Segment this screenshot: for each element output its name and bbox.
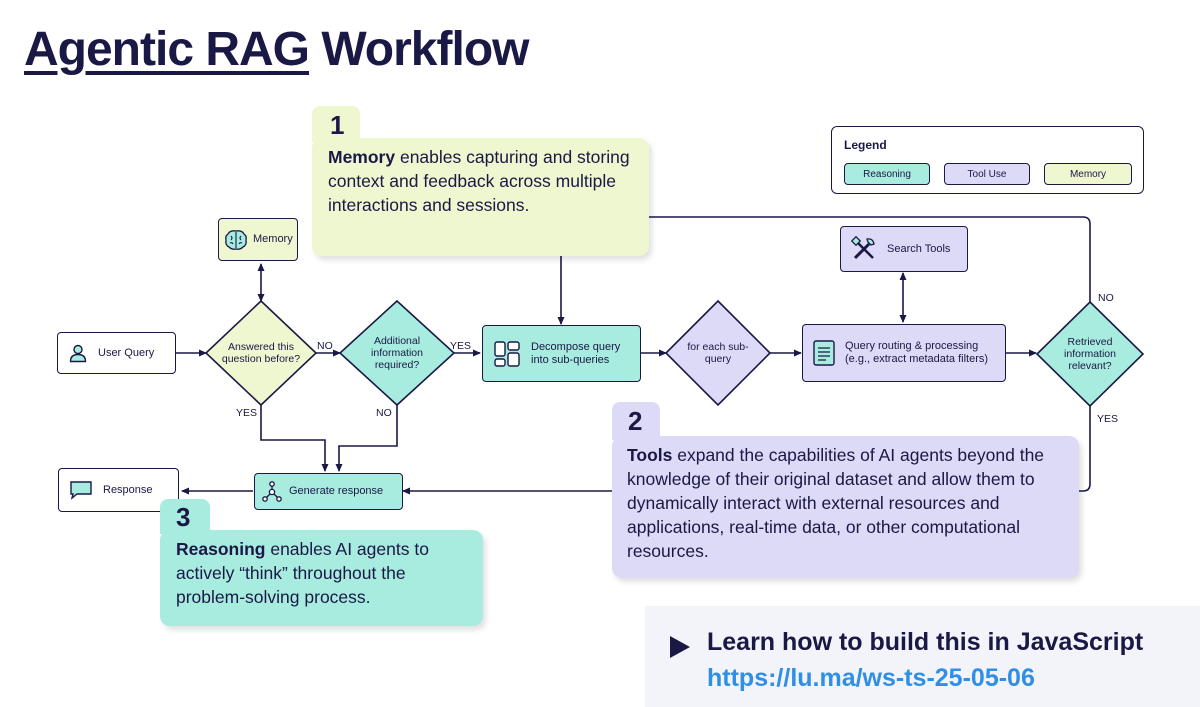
for-each-label: for each sub-query — [687, 340, 749, 365]
brain-icon — [219, 229, 253, 251]
edge-retrieved-no-loop — [646, 216, 1091, 302]
diamond-for-each — [664, 299, 772, 407]
response-label: Response — [103, 483, 153, 496]
callout-memory-text: enables capturing and storing context an… — [328, 147, 630, 215]
additional-label: Additional information required? — [371, 334, 423, 372]
routing-label: Query routing & processing (e.g., extrac… — [845, 340, 989, 365]
callout-tools: Tools expand the capabilities of AI agen… — [612, 436, 1079, 578]
node-decompose: Decompose query into sub-queries — [482, 325, 641, 382]
edge-label-no: NO — [317, 340, 333, 352]
network-icon — [255, 480, 289, 503]
user-icon — [58, 343, 98, 363]
node-response: Response — [58, 468, 179, 512]
user-query-label: User Query — [98, 346, 155, 359]
callout-memory-bold: Memory — [328, 147, 396, 167]
memory-label: Memory — [253, 233, 293, 246]
callout-memory: Memory enables capturing and storing con… — [312, 138, 649, 256]
callout-tools-text: expand the capabilities of AI agents bey… — [627, 445, 1045, 561]
callout-memory-number: 1 — [330, 110, 345, 140]
legend-memory: Memory — [1044, 163, 1132, 185]
diamond-additional — [338, 299, 456, 407]
edge-retrieved-yes-to-generate — [402, 406, 1091, 495]
legend-tool-use: Tool Use — [944, 163, 1030, 185]
diamond-retrieved — [1035, 300, 1145, 408]
legend-reasoning: Reasoning — [844, 163, 930, 185]
retrieved-label: Retrieved information relevant? — [1064, 335, 1116, 373]
callout-reasoning-bold: Reasoning — [176, 539, 266, 559]
play-icon — [669, 635, 691, 664]
generate-label: Generate response — [289, 485, 384, 498]
legend-title: Legend — [844, 138, 887, 152]
page-title: Agentic RAG Workflow — [24, 23, 529, 76]
callout-tools-number: 2 — [628, 406, 643, 436]
diamond-answered — [204, 299, 318, 407]
cta-text: Learn how to build this in JavaScript — [707, 628, 1144, 656]
callout-tools-tab: 2 — [612, 402, 660, 440]
node-routing: Query routing & processing (e.g., extrac… — [802, 324, 1006, 382]
callout-tools-bold: Tools — [627, 445, 673, 465]
node-generate: Generate response — [254, 473, 403, 510]
node-search-tools: Search Tools — [840, 226, 968, 272]
cta-link[interactable]: https://lu.ma/ws-ts-25-05-06 — [707, 664, 1035, 692]
edge-label-yes-retrieved: YES — [1097, 413, 1119, 425]
grid-icon — [483, 340, 531, 367]
edge-answered-yes-to-generate — [260, 405, 329, 472]
legend: Legend Reasoning Tool Use Memory — [831, 126, 1144, 194]
edge-label-yes-answered: YES — [236, 407, 258, 419]
edge-additional-no-to-generate — [335, 405, 398, 472]
edge-label-no-retrieved: NO — [1098, 292, 1114, 304]
answered-label: Answered this question before? — [221, 340, 301, 365]
search-tools-label: Search Tools — [887, 242, 951, 255]
document-icon — [803, 340, 845, 366]
chat-icon — [59, 480, 103, 500]
callout-reasoning: Reasoning enables AI agents to actively … — [160, 530, 483, 626]
callout-reasoning-tab: 3 — [160, 499, 210, 534]
callout-reasoning-number: 3 — [176, 502, 191, 532]
decompose-label: Decompose query into sub-queries — [531, 340, 621, 366]
node-memory: Memory — [218, 218, 298, 261]
edge-label-yes: YES — [450, 340, 472, 352]
cta-panel: Learn how to build this in JavaScript ht… — [645, 606, 1200, 707]
tools-icon — [841, 236, 887, 262]
edge-label-no-additional: NO — [376, 407, 392, 419]
callout-memory-tab: 1 — [312, 106, 360, 142]
node-user-query: User Query — [57, 332, 176, 374]
callout-reasoning-text: enables AI agents to actively “think” th… — [176, 539, 429, 607]
